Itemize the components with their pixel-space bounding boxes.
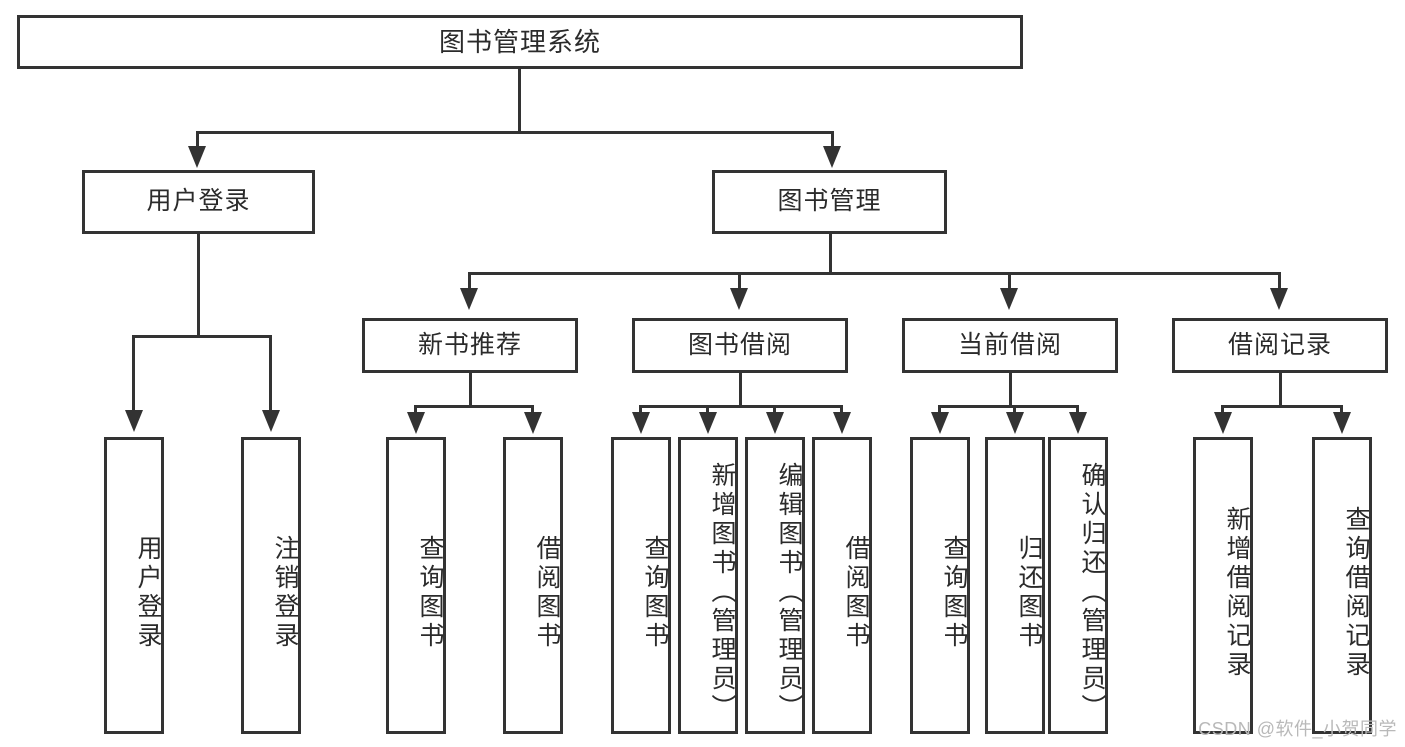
connector-drop-user-login: [196, 131, 199, 153]
arrow-down-icon-borrow-record: [1270, 288, 1288, 310]
connector-root-bar: [196, 131, 834, 134]
connector-current-borrow-bar: [938, 405, 1078, 408]
node-leaf-return-book-label: 归还图书: [1015, 534, 1043, 651]
node-current-borrow-label: 当前借阅: [957, 330, 1062, 359]
node-leaf-edit-book[interactable]: 编辑图书（管理员）: [745, 437, 805, 734]
connector-user-login-bar: [132, 335, 272, 338]
node-book-manage-label: 图书管理: [777, 187, 882, 216]
arrow-down-icon-book-borrow: [730, 288, 748, 310]
node-root[interactable]: 图书管理系统: [17, 15, 1023, 69]
arrow-down-icon-leaf-query-record: [1333, 412, 1351, 434]
watermark: CSDN @软件_小贺同学: [1198, 719, 1397, 739]
connector-borrow-record-bar: [1221, 405, 1343, 408]
connector-book-manage-stem: [829, 234, 832, 272]
node-root-label: 图书管理系统: [438, 26, 601, 57]
node-borrow-record-label: 借阅记录: [1227, 330, 1332, 359]
node-leaf-confirm-return[interactable]: 确认归还（管理员）: [1048, 437, 1108, 734]
arrow-down-icon-leaf-add-record: [1214, 412, 1232, 434]
connector-drop-book-borrow: [738, 272, 741, 294]
arrow-down-icon-leaf-user-logout: [262, 410, 280, 432]
arrow-down-icon-leaf-query-book-2: [632, 412, 650, 434]
node-book-borrow[interactable]: 图书借阅: [632, 318, 848, 373]
node-user-login[interactable]: 用户登录: [82, 170, 315, 234]
arrow-down-icon-leaf-return-book: [1006, 412, 1024, 434]
connector-drop-borrow-record: [1278, 272, 1281, 294]
node-leaf-borrow-book-2[interactable]: 借阅图书: [812, 437, 872, 734]
connector-drop-current-borrow: [1008, 272, 1011, 294]
arrow-down-icon-leaf-edit-book: [766, 412, 784, 434]
connector-drop-new-book-recommend: [468, 272, 471, 294]
connector-borrow-record-stem: [1279, 373, 1282, 405]
node-current-borrow[interactable]: 当前借阅: [902, 318, 1118, 373]
node-leaf-query-book-2-label: 查询图书: [641, 534, 669, 651]
connector-root-stem: [518, 69, 521, 131]
node-borrow-record[interactable]: 借阅记录: [1172, 318, 1388, 373]
arrow-down-icon-leaf-user-login: [125, 410, 143, 432]
node-leaf-user-login-label: 用户登录: [134, 534, 162, 651]
connector-book-manage-bar: [468, 272, 1281, 275]
connector-user-login-stem: [197, 234, 200, 335]
node-user-login-label: 用户登录: [146, 187, 251, 216]
node-leaf-query-book-1-label: 查询图书: [416, 534, 444, 651]
node-leaf-edit-book-label: 编辑图书（管理员）: [775, 462, 803, 723]
arrow-down-icon-leaf-confirm-return: [1069, 412, 1087, 434]
node-new-book-recommend[interactable]: 新书推荐: [362, 318, 578, 373]
node-leaf-add-record[interactable]: 新增借阅记录: [1193, 437, 1253, 734]
arrow-down-icon-new-book-recommend: [460, 288, 478, 310]
node-leaf-return-book[interactable]: 归还图书: [985, 437, 1045, 734]
node-leaf-query-book-3-label: 查询图书: [940, 534, 968, 651]
arrow-down-icon-leaf-query-book-3: [931, 412, 949, 434]
node-leaf-query-record-label: 查询借阅记录: [1342, 505, 1370, 680]
node-leaf-borrow-book-1-label: 借阅图书: [533, 534, 561, 651]
connector-new-book-recommend-stem: [469, 373, 472, 405]
connector-drop-leaf-user-login: [132, 335, 135, 415]
node-leaf-borrow-book-1[interactable]: 借阅图书: [503, 437, 563, 734]
connector-book-borrow-stem: [739, 373, 742, 405]
node-leaf-add-book[interactable]: 新增图书（管理员）: [678, 437, 738, 734]
node-leaf-query-book-2[interactable]: 查询图书: [611, 437, 671, 734]
node-leaf-add-record-label: 新增借阅记录: [1223, 505, 1251, 680]
node-book-borrow-label: 图书借阅: [687, 330, 792, 359]
node-leaf-user-logout-label: 注销登录: [271, 534, 299, 651]
node-leaf-add-book-label: 新增图书（管理员）: [708, 462, 736, 723]
node-leaf-confirm-return-label: 确认归还（管理员）: [1078, 462, 1106, 723]
node-leaf-borrow-book-2-label: 借阅图书: [842, 534, 870, 651]
arrow-down-icon-leaf-add-book: [699, 412, 717, 434]
connector-drop-leaf-user-logout: [269, 335, 272, 415]
connector-new-book-recommend-bar: [414, 405, 534, 408]
arrow-down-icon-leaf-borrow-book-2: [833, 412, 851, 434]
connector-drop-book-manage: [831, 131, 834, 153]
node-new-book-recommend-label: 新书推荐: [417, 330, 522, 359]
arrow-down-icon-leaf-query-book-1: [407, 412, 425, 434]
node-leaf-query-record[interactable]: 查询借阅记录: [1312, 437, 1372, 734]
node-leaf-query-book-1[interactable]: 查询图书: [386, 437, 446, 734]
arrow-down-icon-current-borrow: [1000, 288, 1018, 310]
arrow-down-icon-book-manage: [823, 146, 841, 168]
node-leaf-query-book-3[interactable]: 查询图书: [910, 437, 970, 734]
connector-book-borrow-bar: [639, 405, 843, 408]
node-book-manage[interactable]: 图书管理: [712, 170, 947, 234]
connector-current-borrow-stem: [1009, 373, 1012, 405]
node-leaf-user-logout[interactable]: 注销登录: [241, 437, 301, 734]
node-leaf-user-login[interactable]: 用户登录: [104, 437, 164, 734]
arrow-down-icon-user-login: [188, 146, 206, 168]
arrow-down-icon-leaf-borrow-book-1: [524, 412, 542, 434]
